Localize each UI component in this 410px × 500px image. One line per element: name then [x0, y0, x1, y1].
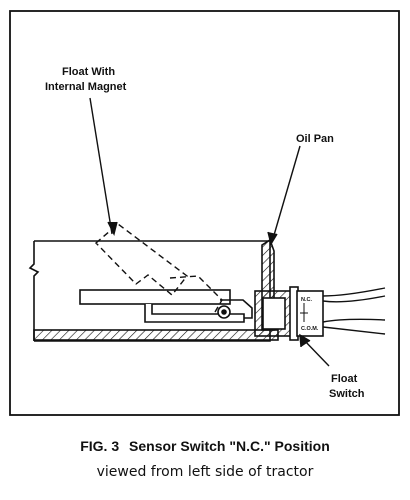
figure-frame: [9, 10, 400, 416]
figure-subtitle: viewed from left side of tractor: [96, 464, 314, 480]
label-float-switch-line1: Float: [331, 373, 358, 385]
float-dashed: [94, 223, 223, 313]
label-float-line1: Float With: [62, 66, 115, 78]
label-oil-pan: Oil Pan: [296, 133, 334, 145]
leader-lines: [89, 97, 330, 367]
label-float-line2: Internal Magnet: [45, 81, 127, 93]
figure-title: Sensor Switch "N.C." Position: [129, 438, 330, 454]
figure-number: FIG. 3: [80, 438, 120, 454]
label-float-switch-line2: Switch: [329, 388, 365, 400]
switch-mark-nc: N.C.: [301, 297, 312, 303]
switch-mark-com: C.O.M.: [301, 326, 319, 332]
figure-caption: FIG. 3 Sensor Switch "N.C." Position: [0, 438, 410, 454]
float-arm: [79, 289, 253, 323]
float-switch: [254, 286, 386, 341]
